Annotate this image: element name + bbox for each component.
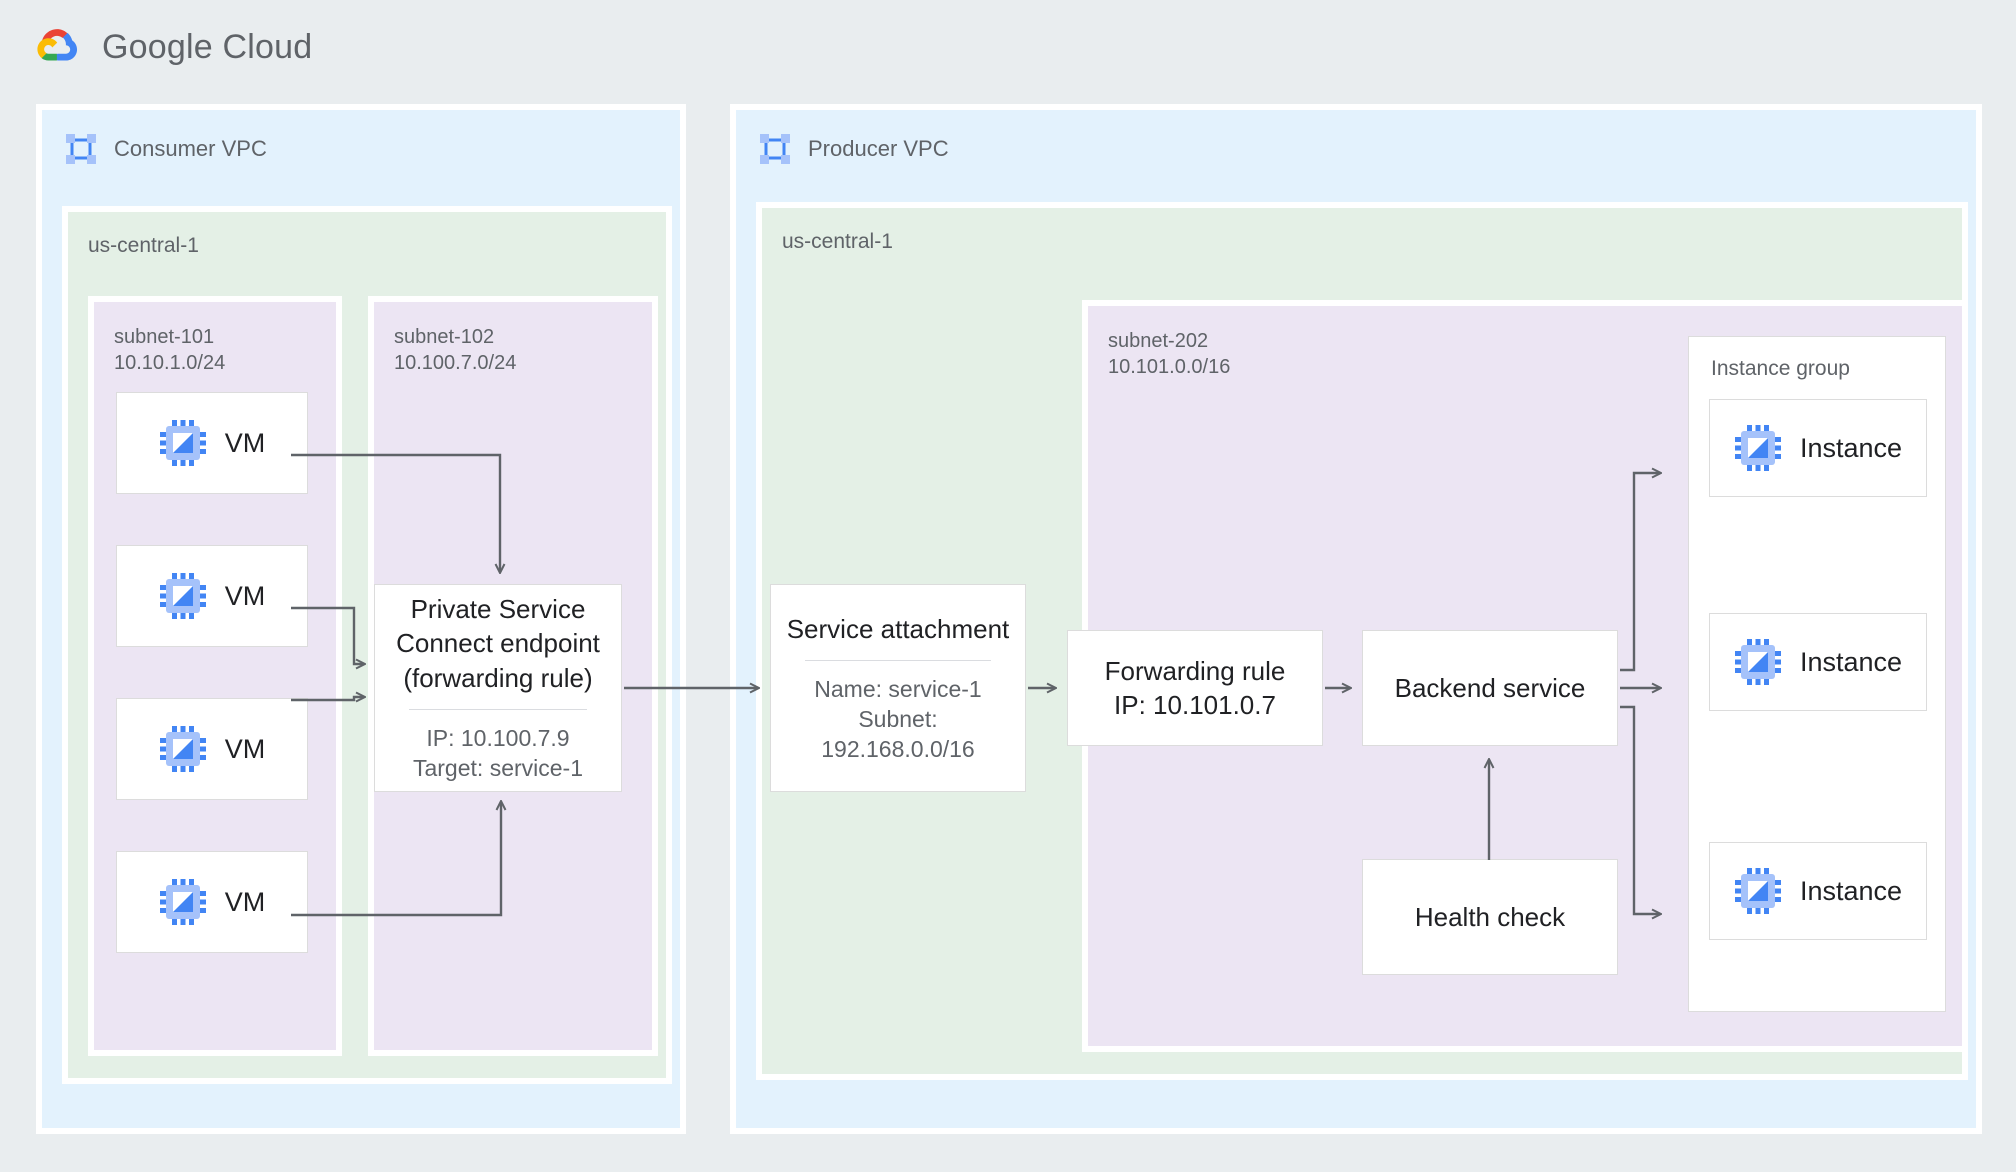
producer-region-label: us-central-1 (782, 230, 893, 253)
google-cloud-header: Google Cloud (32, 24, 312, 70)
consumer-region-label: us-central-1 (88, 234, 199, 257)
backend-service-title: Backend service (1394, 672, 1586, 703)
vm-card-1[interactable]: VM (116, 392, 308, 494)
service-attachment-divider (805, 659, 991, 661)
psc-endpoint-details: IP: 10.100.7.9 Target: service-1 (412, 725, 583, 781)
instance-group-container: Instance group (1688, 336, 1946, 1012)
brand-google: Google (102, 27, 213, 66)
chip-icon (1734, 424, 1782, 472)
psc-endpoint-divider (408, 709, 588, 711)
google-cloud-logo-icon (32, 24, 84, 70)
service-attachment-card[interactable]: Service attachment Name: service-1 Subne… (770, 584, 1026, 792)
producer-vpc-label: Producer VPC (808, 136, 949, 161)
producer-vpc-header: Producer VPC (758, 132, 949, 166)
health-check-card[interactable]: Health check (1362, 859, 1618, 975)
chip-icon (1734, 638, 1782, 686)
instance-group-label: Instance group (1711, 357, 1850, 380)
consumer-vpc-label: Consumer VPC (114, 136, 267, 161)
instance-card-2[interactable]: Instance (1709, 613, 1927, 711)
subnet-102-label: subnet-102 10.100.7.0/24 (394, 326, 517, 374)
service-attachment-title: Service attachment (786, 613, 1010, 644)
chip-icon (159, 572, 207, 620)
vm-label-4: VM (224, 886, 266, 917)
vm-card-4[interactable]: VM (116, 851, 308, 953)
chip-icon (159, 419, 207, 467)
brand-cloud: Cloud (222, 27, 313, 66)
vm-card-2[interactable]: VM (116, 545, 308, 647)
instance-card-1[interactable]: Instance (1709, 399, 1927, 497)
vpc-icon (64, 132, 98, 166)
vm-label-1: VM (224, 427, 266, 458)
forwarding-rule-card[interactable]: Forwarding rule IP: 10.101.0.7 (1067, 630, 1323, 746)
chip-icon (1734, 867, 1782, 915)
backend-service-card[interactable]: Backend service (1362, 630, 1618, 746)
chip-icon (159, 725, 207, 773)
vm-label-3: VM (224, 733, 266, 764)
forwarding-rule-title: Forwarding rule IP: 10.101.0.7 (1104, 655, 1286, 720)
subnet-101-container: subnet-101 10.10.1.0/24 (88, 296, 342, 1056)
instance-label-2: Instance (1799, 646, 1903, 677)
consumer-vpc-header: Consumer VPC (64, 132, 267, 166)
instance-card-3[interactable]: Instance (1709, 842, 1927, 940)
subnet-202-label: subnet-202 10.101.0.0/16 (1108, 330, 1231, 378)
psc-endpoint-title: Private Service Connect endpoint (forwar… (396, 594, 600, 693)
psc-endpoint-card[interactable]: Private Service Connect endpoint (forwar… (374, 584, 622, 792)
subnet-101-label: subnet-101 10.10.1.0/24 (114, 326, 226, 374)
service-attachment-details: Name: service-1 Subnet: 192.168.0.0/16 (814, 675, 982, 762)
instance-label-1: Instance (1799, 432, 1903, 463)
vm-card-3[interactable]: VM (116, 698, 308, 800)
page-title: Google Cloud (102, 28, 312, 67)
chip-icon (159, 878, 207, 926)
instance-label-3: Instance (1799, 875, 1903, 906)
vpc-icon (758, 132, 792, 166)
vm-label-2: VM (224, 580, 266, 611)
health-check-title: Health check (1414, 901, 1566, 932)
